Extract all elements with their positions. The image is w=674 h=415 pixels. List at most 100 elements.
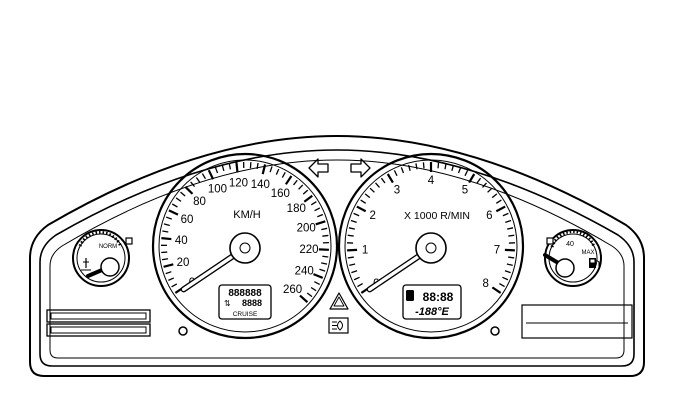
temp-gauge-label: NORM <box>99 244 117 250</box>
speedometer-tick <box>310 201 317 206</box>
tachometer-tick <box>502 276 509 281</box>
speedometer-needle-highlight <box>181 251 239 292</box>
tachometer-unit: X 1000 R/MIN <box>404 210 470 222</box>
speedometer-tick <box>322 255 329 258</box>
speedometer-tick <box>228 163 232 170</box>
speedometer-number: 120 <box>229 177 248 189</box>
temp-warning-marker <box>125 237 133 245</box>
tachometer-tick <box>356 205 367 213</box>
tachometer-tick <box>464 170 469 177</box>
speedometer-tick <box>165 271 172 275</box>
speedometer-tick <box>281 171 286 178</box>
speedometer-number: 220 <box>299 244 318 256</box>
speedometer-tick <box>221 164 225 172</box>
speedometer-tick <box>184 186 194 195</box>
tachometer-tick <box>347 234 354 237</box>
speedometer-number: 160 <box>271 188 290 200</box>
tachometer-tick <box>487 187 493 193</box>
tachometer-tick <box>507 227 514 230</box>
right-indicator-lamp <box>490 326 500 336</box>
speedometer-number: 40 <box>175 235 188 247</box>
tachometer-tick <box>482 182 487 188</box>
tachometer-tick <box>495 199 502 204</box>
tachometer-tick <box>380 177 386 184</box>
tachometer-tick <box>476 177 482 184</box>
tachometer-tick <box>422 162 425 169</box>
speedometer: 020406080100120140160180200220240260 KM/… <box>151 152 339 340</box>
hazard-warning-icon <box>329 292 349 310</box>
tachometer-tick <box>348 227 355 230</box>
tachometer-tick <box>504 248 515 252</box>
cluster-housing-inner <box>39 149 635 367</box>
cluster-housing-rim <box>49 159 625 359</box>
speedometer-tick <box>235 162 239 173</box>
speedometer-number: 180 <box>287 203 306 215</box>
fuel-reserve-marker <box>546 237 554 245</box>
speedometer-tick <box>168 277 175 281</box>
speedometer-tick <box>293 179 298 186</box>
tachometer-tick <box>351 270 358 274</box>
cluster-housing-outer <box>29 134 645 377</box>
tachometer-tick <box>360 199 367 204</box>
odometer-reading: 888888 <box>228 288 262 299</box>
speedometer-tick <box>201 173 207 180</box>
temp-gauge: NORM <box>72 229 133 287</box>
speedometer-tick <box>168 209 179 216</box>
fuel-gauge-hub <box>555 258 575 278</box>
speedometer-tick <box>315 220 326 226</box>
speedometer-tick <box>171 203 178 208</box>
speedometer-tick <box>321 262 328 265</box>
speedometer-number: 240 <box>295 265 314 277</box>
speedometer-unit: KM/H <box>233 209 261 221</box>
speedometer-tick <box>162 230 169 233</box>
tachometer-tick <box>353 276 360 281</box>
tachometer-tick <box>347 256 354 259</box>
speedometer-tick <box>162 258 169 261</box>
tachometer-tick <box>508 234 515 237</box>
speedometer-tick <box>322 234 329 237</box>
tachometer-number: 5 <box>462 185 468 197</box>
tachometer-tick <box>407 164 411 172</box>
tachometer-tick <box>468 173 476 184</box>
tachometer-hub <box>415 232 447 264</box>
tachometer-tick <box>400 167 405 174</box>
tachometer-number: 2 <box>370 210 376 222</box>
speedometer-tick <box>303 194 313 203</box>
outside-temp-reading: -188°E <box>415 306 449 318</box>
speedometer-tick <box>298 184 304 190</box>
right-info-panel <box>521 304 633 339</box>
tachometer-tick <box>495 205 506 213</box>
tachometer-tick <box>437 162 440 169</box>
tachometer-tick <box>451 164 455 172</box>
tachometer-tick <box>506 263 513 267</box>
fuel-pump-icon <box>589 258 600 268</box>
speedometer-tick <box>180 191 186 197</box>
speedometer-tick <box>269 166 273 173</box>
tachometer-tick <box>386 173 394 184</box>
speedometer-tick <box>261 164 267 175</box>
speedometer-number: 260 <box>283 284 302 296</box>
speedometer-ticks <box>160 162 329 304</box>
speedometer-tick <box>319 268 326 272</box>
tachometer-tick <box>375 182 380 188</box>
trip-reading: 8888 <box>242 298 262 308</box>
tachometer-tick <box>502 212 509 217</box>
fuel-gauge: 40 MAX <box>543 229 602 287</box>
tachometer-tick <box>357 283 363 288</box>
speedometer-tick <box>314 281 320 286</box>
tachometer-tick <box>415 163 418 170</box>
tachometer-tick <box>364 193 371 199</box>
speedometer-tick <box>175 197 182 202</box>
speedometer-tick <box>256 162 259 170</box>
speedometer-tick <box>165 216 172 220</box>
tachometer-tick <box>353 212 360 217</box>
tachometer-tick <box>504 270 511 274</box>
tachometer: 012345678 X 1000 R/MIN 88:88 -188°E <box>337 152 525 340</box>
speedometer-tick <box>321 227 328 231</box>
speedometer-tick <box>302 189 309 195</box>
fuel-gauge-label-40: 40 <box>566 241 574 248</box>
clock-reading: 88:88 <box>423 290 454 304</box>
headlight-icon <box>328 317 349 334</box>
tachometer-tick <box>444 163 447 170</box>
